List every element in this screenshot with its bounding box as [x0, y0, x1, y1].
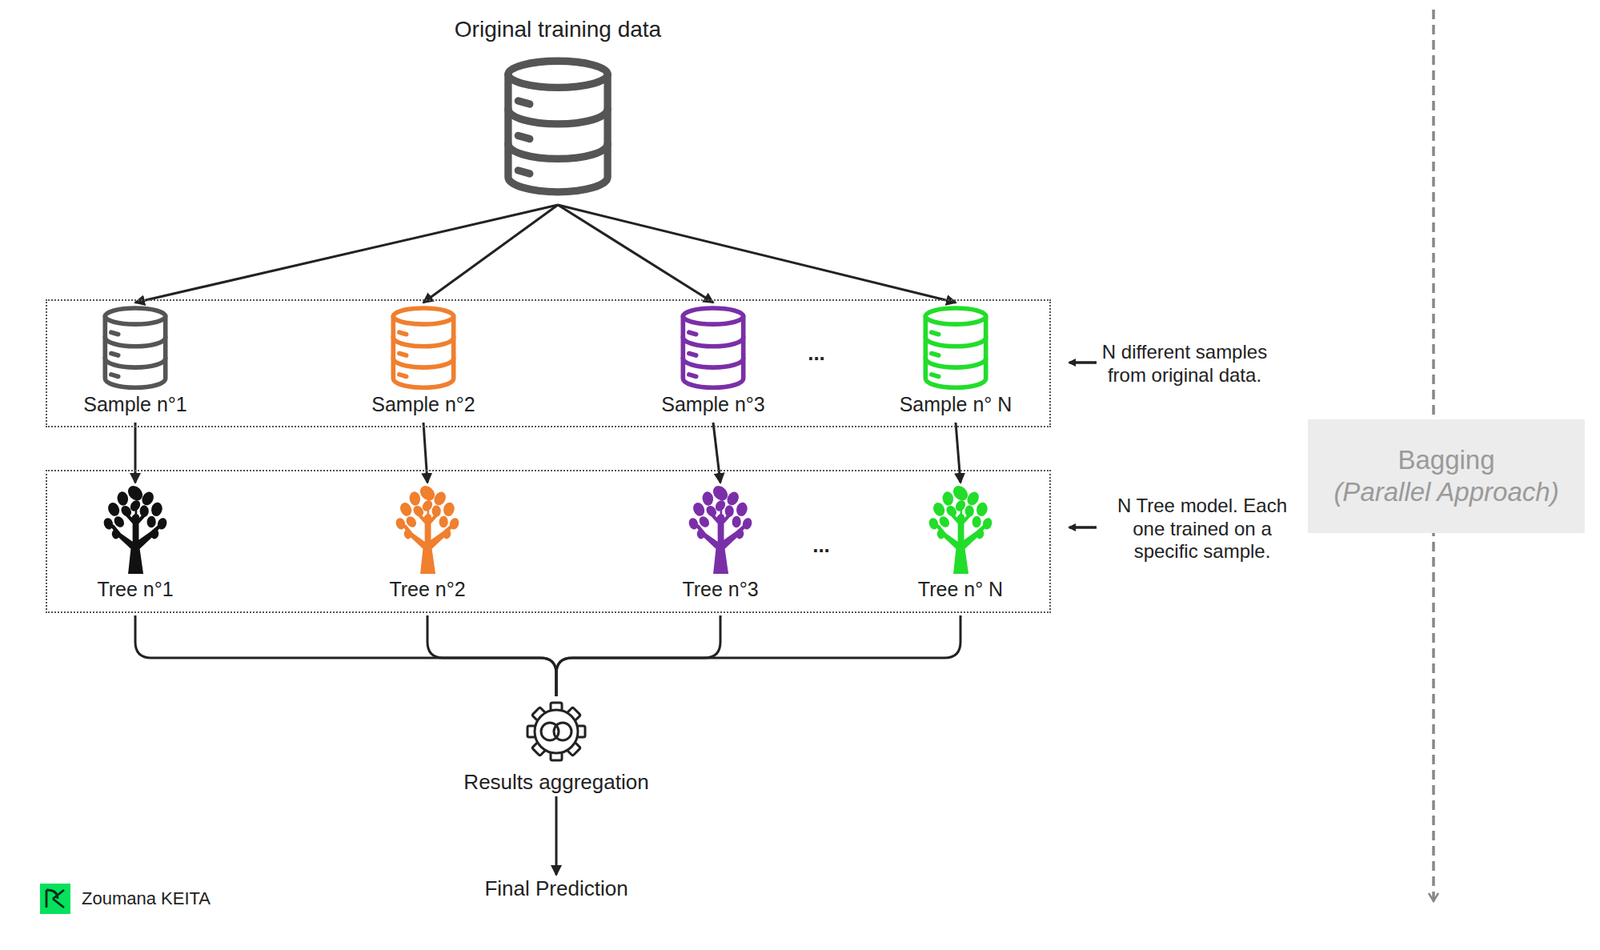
method-text: (Parallel Approach) — [1333, 476, 1559, 509]
node-label: Sample n°2 — [371, 392, 476, 417]
author-label: Zoumana KEITA — [81, 888, 211, 910]
node-label: Sample n°1 — [83, 392, 188, 417]
node-label: Sample n° N — [899, 392, 1013, 417]
flow-arrow — [134, 422, 137, 483]
trees-band: N Tree model. Each one trained on a spec… — [45, 469, 1051, 614]
data-source: Original training data — [421, 16, 694, 204]
merge-bracket — [427, 615, 557, 697]
node-label: Tree n°3 — [681, 577, 758, 602]
database-icon — [99, 304, 172, 391]
flow-arrow — [135, 204, 558, 303]
ellipsis: ... — [812, 533, 831, 558]
merge-bracket — [556, 615, 961, 697]
node-label: Original training data — [454, 16, 662, 44]
tree-icon — [922, 484, 999, 574]
node-label: Tree n° N — [918, 577, 1003, 602]
samples-band: N different samples from original data.S… — [45, 299, 1051, 428]
sample-node: Sample n°2 — [339, 304, 508, 422]
tree-icon — [681, 484, 759, 574]
flow-arrow — [423, 422, 428, 483]
flow-arrow — [423, 204, 558, 303]
sample-node: Sample n°1 — [51, 304, 220, 422]
database-icon — [919, 304, 992, 391]
node-label: Tree n°2 — [388, 577, 466, 602]
flow-arrow — [955, 422, 961, 483]
method-text: Bagging — [1397, 444, 1495, 477]
ellipsis: ... — [807, 340, 826, 366]
tree-node: Tree n°1 — [51, 484, 220, 605]
gear-icon — [524, 699, 589, 764]
logo — [40, 883, 71, 915]
prediction-node: Final Prediction — [428, 876, 685, 909]
database-icon — [387, 304, 460, 391]
node-label: Final Prediction — [484, 876, 628, 902]
tree-node: Tree n° N — [876, 484, 1045, 605]
tree-icon — [96, 484, 174, 574]
tree-node: Tree n°2 — [343, 484, 512, 605]
node-label: Results aggregation — [463, 769, 649, 795]
tree-icon — [388, 484, 466, 574]
flow-arrow — [713, 422, 721, 483]
node-label: Sample n°3 — [661, 392, 766, 417]
callout-text: N different samples from original data. — [1084, 340, 1285, 388]
merge-bracket — [556, 615, 721, 697]
node-label: Tree n°1 — [96, 577, 173, 602]
callout-arrow — [1069, 360, 1097, 365]
flow-arrow — [557, 204, 714, 303]
callout-arrow — [1069, 525, 1097, 530]
database-icon — [677, 304, 750, 391]
flow-arrow — [557, 204, 956, 303]
flow-arrow — [555, 796, 558, 875]
callout-text: N Tree model. Each one trained on a spec… — [1102, 494, 1303, 564]
aggregation-node: Results aggregation — [428, 699, 685, 795]
sample-node: Sample n° N — [871, 304, 1040, 422]
tree-node: Tree n°3 — [636, 484, 805, 605]
sample-node: Sample n°3 — [629, 304, 798, 422]
merge-bracket — [135, 615, 557, 697]
method-box: Bagging(Parallel Approach) — [1307, 419, 1585, 534]
database-icon — [499, 54, 617, 197]
